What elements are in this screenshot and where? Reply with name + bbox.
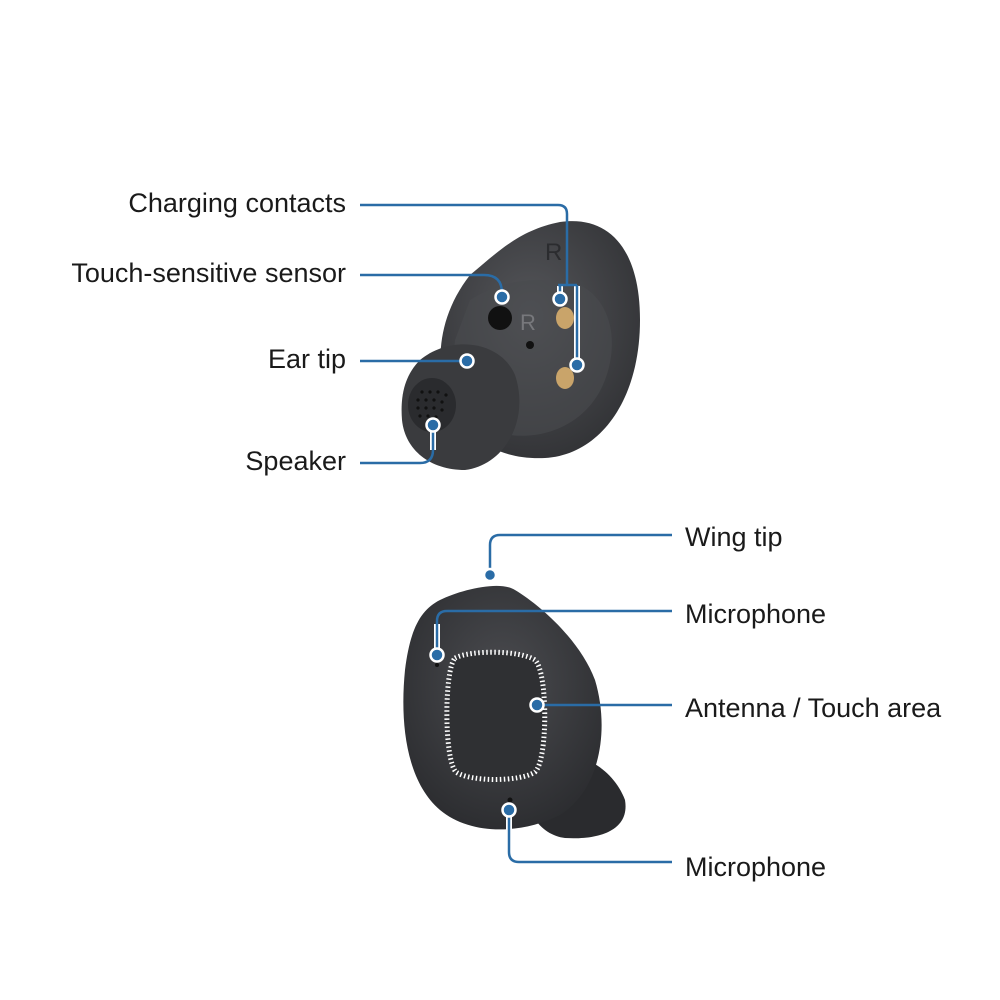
label-speaker: Speaker <box>245 446 346 476</box>
wing-r-marking: R <box>545 239 562 266</box>
label-wing-tip: Wing tip <box>685 522 783 552</box>
label-microphone-bottom: Microphone <box>685 852 827 882</box>
microphone-hole <box>507 797 513 803</box>
touch-area <box>444 649 548 782</box>
microphone-hole <box>435 663 439 667</box>
callout-dots <box>425 289 585 818</box>
label-charging-contacts: Charging contacts <box>128 188 346 218</box>
label-ear-tip: Ear tip <box>267 344 346 374</box>
charging-contact <box>556 367 574 389</box>
pinhole <box>526 341 534 349</box>
label-microphone-top: Microphone <box>685 599 827 629</box>
label-antenna-touch-area: Antenna / Touch area <box>685 693 942 723</box>
speaker-mesh <box>408 378 456 432</box>
top-earbud: R R <box>401 221 640 470</box>
charging-contact <box>556 307 574 329</box>
callout-lines <box>360 203 672 864</box>
speaker-grille <box>416 390 448 419</box>
label-touch-sensitive-sensor: Touch-sensitive sensor <box>71 258 346 288</box>
touch-sensor-hole <box>488 306 512 330</box>
bottom-earbud <box>403 585 626 839</box>
center-r-marking: R <box>520 310 536 335</box>
